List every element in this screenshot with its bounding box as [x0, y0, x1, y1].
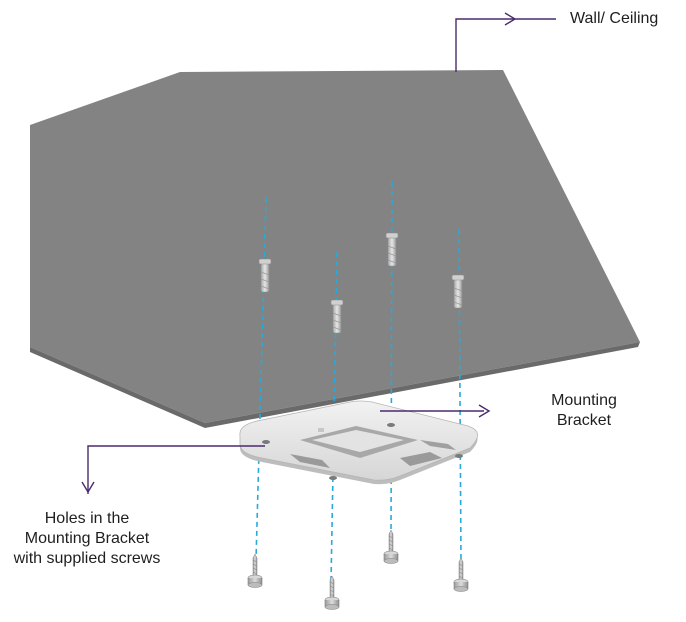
arrow-right-icon	[478, 404, 491, 418]
screw-icon	[453, 557, 469, 592]
label-holes: Holes in the Mounting Bracket with suppl…	[2, 509, 172, 569]
callout-wall	[455, 18, 556, 72]
screw-icon	[383, 529, 399, 564]
label-holes-line: with supplied screws	[13, 550, 161, 567]
label-mounting-bracket-line: Bracket	[556, 412, 612, 429]
label-mounting-bracket: Mounting Bracket	[536, 391, 632, 431]
label-wall-ceiling: Wall/ Ceiling	[570, 9, 658, 29]
callout-lines	[87, 18, 556, 494]
wall-anchor-icon	[385, 232, 399, 267]
arrow-down-icon	[81, 481, 95, 494]
wall-anchor-icon	[258, 258, 272, 293]
ceiling-slab	[30, 70, 640, 423]
guide-line	[255, 197, 267, 561]
arrow-right-icon	[504, 12, 517, 26]
wall-anchor-icon	[451, 274, 465, 309]
mounting-bracket	[239, 400, 478, 485]
screw-icon	[324, 575, 340, 610]
label-holes-line: Holes in the	[44, 510, 130, 527]
label-wall-ceiling-text: Wall/ Ceiling	[570, 10, 659, 27]
label-mounting-bracket-line: Mounting	[551, 392, 617, 409]
callout-holes	[87, 445, 265, 494]
wall-anchor-icon	[330, 299, 344, 334]
screw-icon	[247, 553, 263, 588]
label-holes-line: Mounting Bracket	[24, 530, 150, 547]
